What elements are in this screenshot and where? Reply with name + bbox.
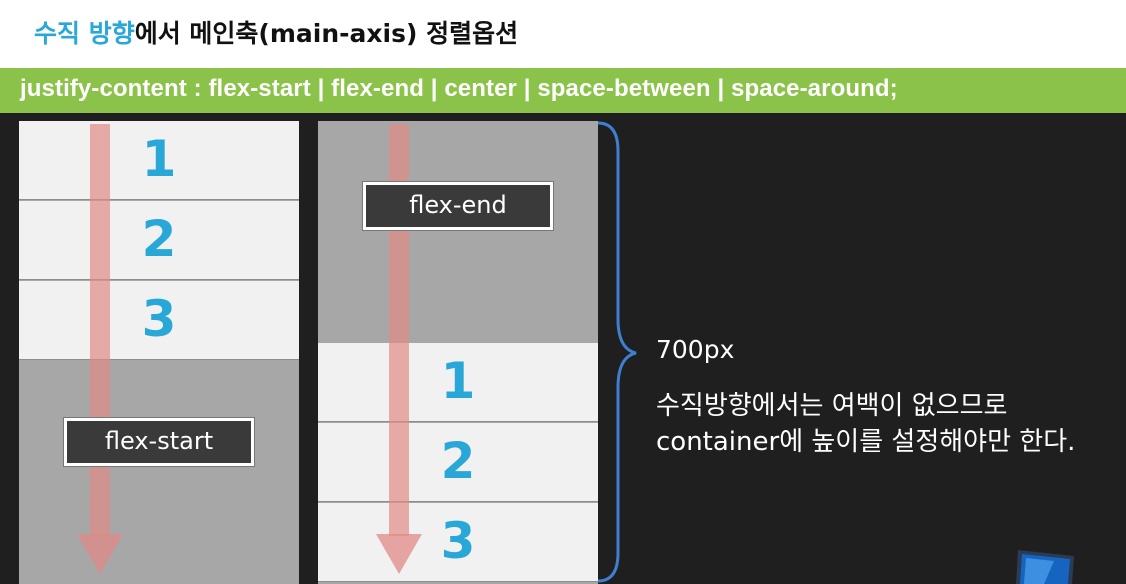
flex-end-container: 1 2 3 flex-end: [318, 121, 598, 584]
curly-brace-icon: [597, 121, 637, 583]
code-bar: justify-content : flex-start | flex-end …: [0, 68, 1126, 113]
title-highlight: 수직 방향: [34, 19, 135, 48]
monitor-icon: [1016, 550, 1074, 584]
slide-title: 수직 방향에서 메인축(main-axis) 정렬옵션: [34, 14, 518, 50]
flex-item-2: 2: [318, 423, 598, 502]
height-measure: 700px: [656, 335, 735, 364]
justify-content-code: justify-content : flex-start | flex-end …: [20, 75, 898, 102]
item-number: 1: [440, 352, 476, 410]
flex-start-container: 1 2 3 flex-start: [19, 121, 299, 584]
note-line-1: 수직방향에서는 여백이 없으므로: [656, 391, 1008, 421]
item-number: 2: [141, 210, 177, 268]
flex-item-3: 3: [19, 281, 299, 360]
item-number: 3: [440, 512, 476, 570]
item-number: 3: [141, 290, 177, 348]
item-number: 1: [141, 130, 177, 188]
note-text: 수직방향에서는 여백이 없으므로 container에 높이를 설정해야만 한다…: [656, 388, 1075, 460]
note-line-2: container에 높이를 설정해야만 한다.: [656, 427, 1076, 457]
flex-start-label: flex-start: [64, 418, 254, 466]
item-number: 2: [440, 432, 476, 490]
flex-item-1: 1: [19, 121, 299, 200]
title-bar: 수직 방향에서 메인축(main-axis) 정렬옵션: [0, 0, 1126, 68]
title-rest: 에서 메인축(main-axis) 정렬옵션: [134, 19, 519, 48]
flex-end-label: flex-end: [363, 182, 553, 230]
flex-item-2: 2: [19, 201, 299, 280]
flex-item-1: 1: [318, 343, 598, 422]
flex-item-3: 3: [318, 503, 598, 582]
